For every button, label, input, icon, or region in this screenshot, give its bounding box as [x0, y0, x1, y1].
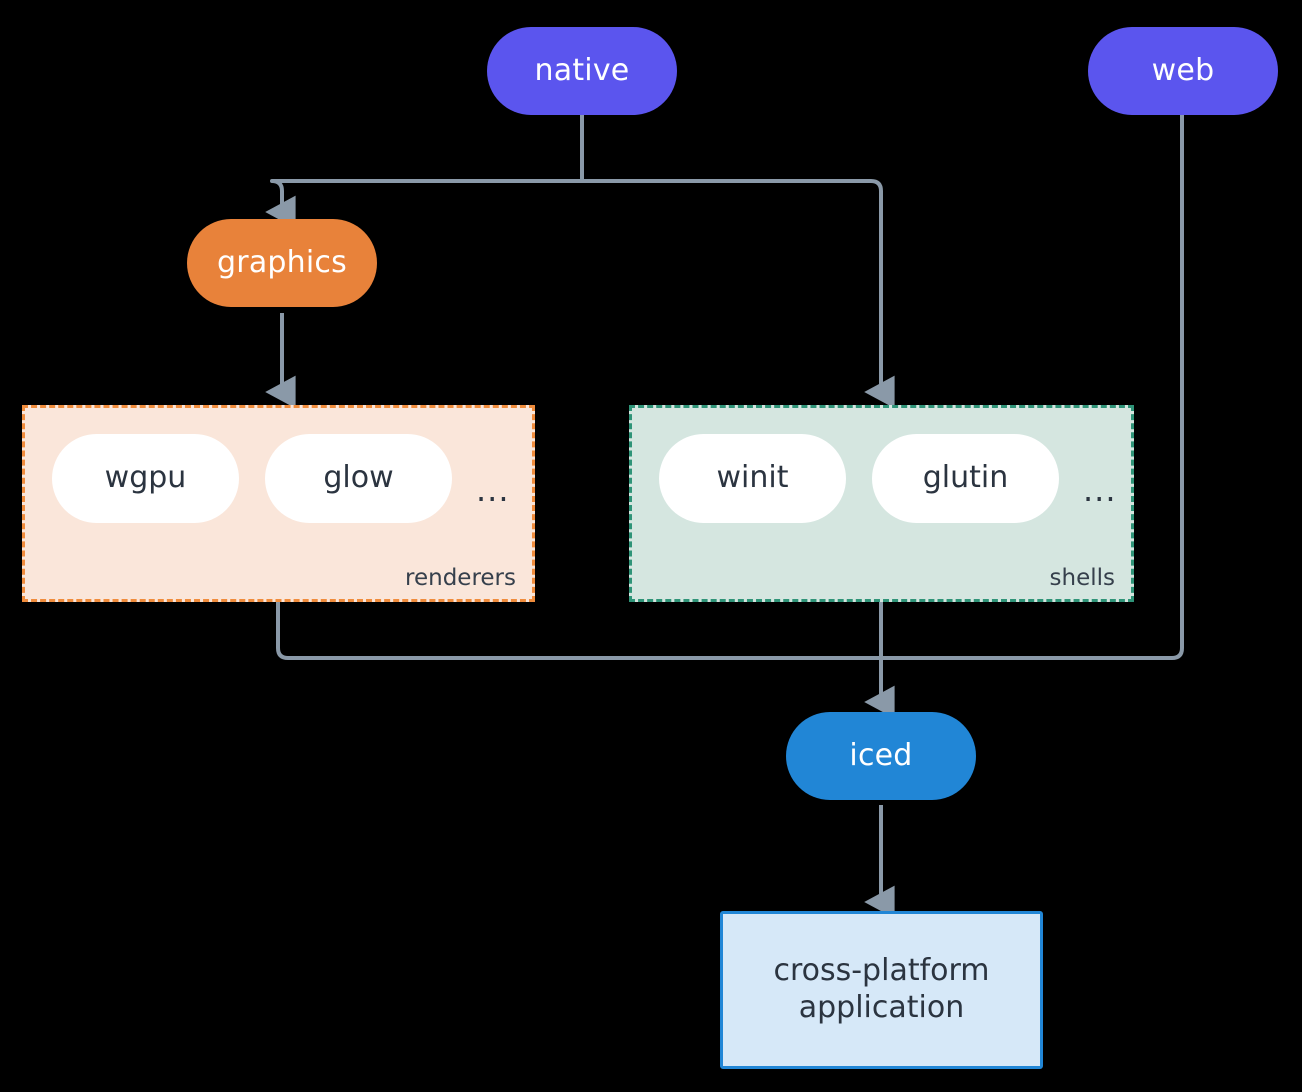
group-renderers: wgpu glow ... renderers [22, 405, 535, 602]
node-web-label: web [1151, 52, 1215, 88]
edge-native-to-shells [582, 179, 895, 409]
node-application[interactable]: cross-platform application [720, 911, 1043, 1069]
group-shells-item-glutin[interactable]: glutin [872, 434, 1059, 523]
edge-native-to-graphics [265, 179, 582, 229]
node-native[interactable]: native [487, 27, 677, 115]
group-renderers-item-wgpu[interactable]: wgpu [52, 434, 239, 523]
node-iced-label: iced [849, 737, 913, 773]
node-iced[interactable]: iced [786, 712, 976, 800]
group-renderers-ellipsis: ... [476, 471, 510, 509]
group-renderers-item-wgpu-label: wgpu [104, 460, 187, 496]
group-shells-item-winit-label: winit [716, 460, 789, 496]
node-application-label-line1: cross-platform [773, 953, 990, 989]
group-shells-item-glutin-label: glutin [922, 460, 1009, 496]
edge-renderers-to-iced [276, 602, 881, 660]
node-native-label: native [534, 52, 630, 88]
group-renderers-label: renderers [405, 565, 516, 591]
node-graphics-label: graphics [217, 244, 347, 280]
group-shells-label: shells [1049, 565, 1115, 591]
group-shells: winit glutin ... shells [629, 405, 1134, 602]
group-renderers-item-glow[interactable]: glow [265, 434, 452, 523]
node-graphics[interactable]: graphics [187, 219, 377, 307]
group-renderers-item-glow-label: glow [323, 460, 394, 496]
group-shells-ellipsis: ... [1083, 471, 1117, 509]
edge-web-to-iced [881, 115, 1184, 660]
node-application-label-line2: application [798, 990, 965, 1025]
group-shells-item-winit[interactable]: winit [659, 434, 846, 523]
node-web[interactable]: web [1088, 27, 1278, 115]
